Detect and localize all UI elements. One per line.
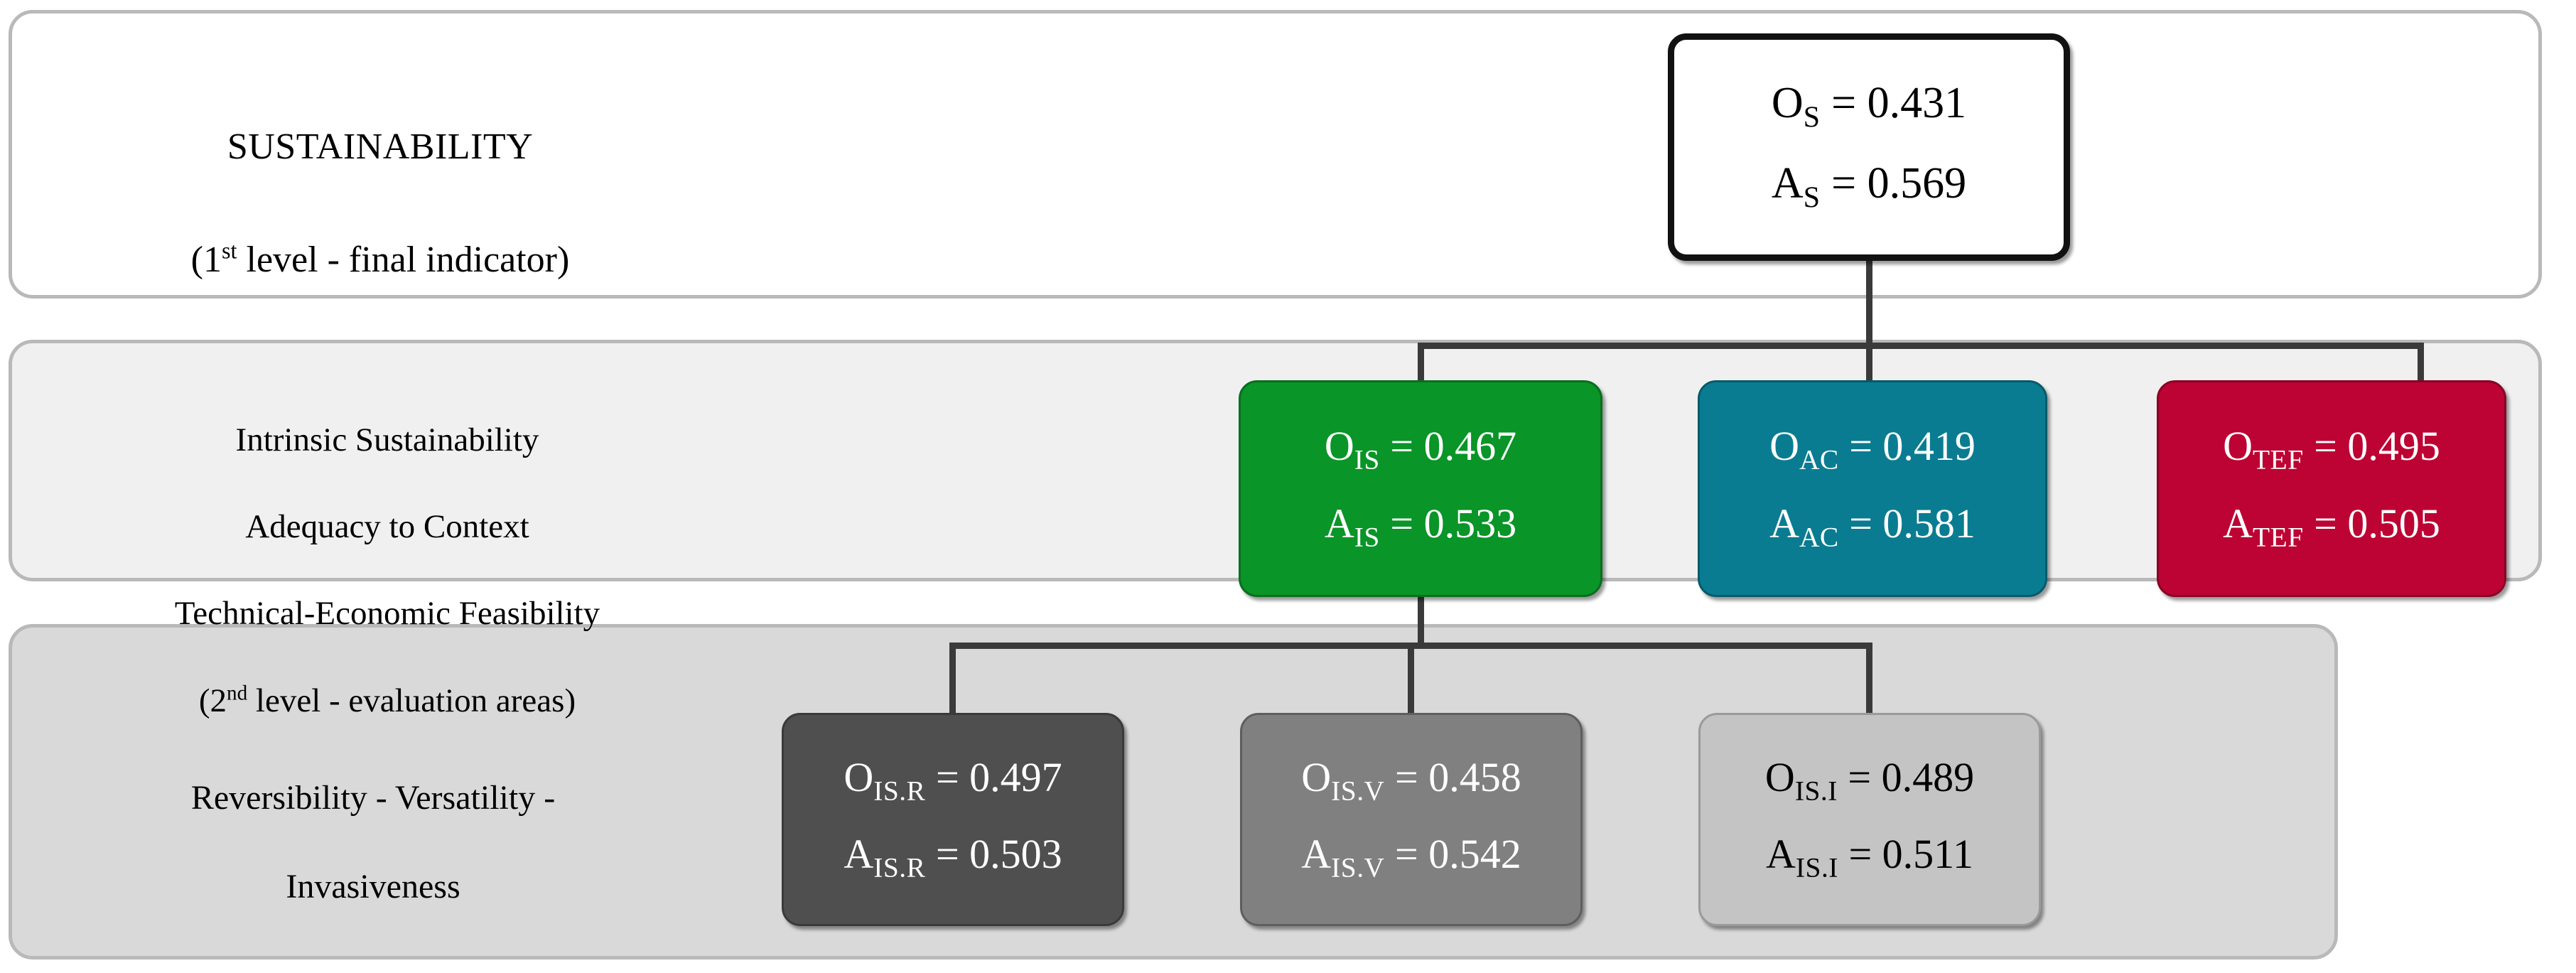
o-value: = 0.489 bbox=[1848, 753, 1975, 800]
a-value: = 0.542 bbox=[1395, 831, 1521, 877]
a-value: = 0.511 bbox=[1848, 831, 1973, 877]
o-symbol: O bbox=[1771, 79, 1804, 128]
node-tef-o-row: OTEF = 0.495 bbox=[2223, 426, 2440, 474]
a-symbol: A bbox=[1771, 159, 1804, 208]
node-isi-a-row: AIS.I = 0.511 bbox=[1766, 834, 1973, 882]
a-symbol: A bbox=[1769, 500, 1799, 547]
node-is-o-row: OIS = 0.467 bbox=[1325, 426, 1516, 474]
level2-subtitle: (2nd level - evaluation areas) bbox=[50, 679, 725, 723]
o-symbol: O bbox=[2223, 423, 2253, 470]
connector-to-ac bbox=[1866, 343, 1872, 384]
node-box-adequacy-to-context[interactable]: OAC = 0.419 AAC = 0.581 bbox=[1698, 380, 2047, 597]
level1-subtitle-ordinal: st bbox=[222, 237, 237, 264]
connector-to-tef bbox=[2418, 343, 2424, 384]
o-symbol: O bbox=[844, 753, 874, 800]
o-value: = 0.458 bbox=[1395, 753, 1521, 800]
connector-to-isr bbox=[949, 643, 956, 717]
level1-heading: SUSTAINABILITY bbox=[227, 126, 534, 167]
node-box-versatility[interactable]: OIS.V = 0.458 AIS.V = 0.542 bbox=[1240, 713, 1583, 926]
node-sustainability-o-row: OS = 0.431 bbox=[1772, 81, 1966, 133]
o-subscript: IS.V bbox=[1331, 775, 1385, 807]
o-value: = 0.495 bbox=[2314, 423, 2440, 470]
o-symbol: O bbox=[1324, 423, 1354, 470]
o-subscript: TEF bbox=[2253, 444, 2304, 476]
node-isr-o-row: OIS.R = 0.497 bbox=[844, 753, 1062, 807]
connector-root-stem bbox=[1866, 257, 1872, 343]
connector-to-isv bbox=[1408, 643, 1414, 717]
a-symbol: A bbox=[1766, 831, 1796, 877]
a-value: = 0.569 bbox=[1831, 159, 1967, 208]
level2-line1: Intrinsic Sustainability bbox=[235, 421, 539, 459]
level3-line2: Invasiveness bbox=[286, 868, 460, 906]
a-symbol: A bbox=[2223, 500, 2253, 547]
level1-label: SUSTAINABILITY (1st level - final indica… bbox=[43, 75, 718, 332]
connector-to-is bbox=[1418, 343, 1424, 384]
level1-panel bbox=[9, 10, 2542, 299]
level2-line3: Technical-Economic Feasibility bbox=[174, 595, 600, 633]
node-isi-o-row: OIS.I = 0.489 bbox=[1764, 753, 1975, 807]
o-subscript: AC bbox=[1799, 444, 1839, 476]
a-subscript: IS.I bbox=[1795, 851, 1838, 883]
o-symbol: O bbox=[1764, 753, 1795, 800]
level2-subtitle-rest: level - evaluation areas) bbox=[247, 682, 576, 719]
node-isv-o-row: OIS.V = 0.458 bbox=[1301, 753, 1521, 807]
o-value: = 0.467 bbox=[1390, 423, 1517, 470]
node-isv-a-row: AIS.V = 0.542 bbox=[1301, 834, 1521, 882]
connector-level2-bus bbox=[1418, 343, 2424, 349]
level1-subtitle: (1st level - final indicator) bbox=[43, 236, 718, 284]
a-subscript: AC bbox=[1799, 521, 1839, 553]
a-value: = 0.533 bbox=[1390, 500, 1517, 547]
o-subscript: IS bbox=[1354, 444, 1380, 476]
o-subscript: IS.R bbox=[873, 775, 926, 807]
o-subscript: IS.I bbox=[1794, 775, 1838, 807]
node-box-sustainability[interactable]: OS = 0.431 AS = 0.569 bbox=[1668, 33, 2070, 261]
a-symbol: A bbox=[844, 831, 874, 877]
node-box-invasiveness[interactable]: OIS.I = 0.489 AIS.I = 0.511 bbox=[1698, 713, 2041, 926]
node-box-intrinsic-sustainability[interactable]: OIS = 0.467 AIS = 0.533 bbox=[1239, 380, 1602, 597]
a-subscript: S bbox=[1803, 181, 1821, 215]
connector-to-isi bbox=[1866, 643, 1872, 717]
o-symbol: O bbox=[1301, 753, 1332, 800]
level1-subtitle-rest: level - final indicator) bbox=[237, 239, 570, 280]
level3-label: Reversibility - Versatility - Invasivene… bbox=[43, 732, 704, 973]
node-ac-a-row: AAC = 0.581 bbox=[1769, 500, 1976, 553]
level2-line2: Adequacy to Context bbox=[245, 508, 529, 546]
a-subscript: IS.V bbox=[1331, 851, 1385, 883]
a-value: = 0.503 bbox=[935, 831, 1062, 877]
a-value: = 0.581 bbox=[1849, 500, 1976, 547]
level2-subtitle-ordinal: nd bbox=[227, 682, 248, 704]
node-is-a-row: AIS = 0.533 bbox=[1324, 500, 1517, 553]
node-ac-o-row: OAC = 0.419 bbox=[1769, 426, 1976, 474]
node-sustainability-a-row: AS = 0.569 bbox=[1772, 161, 1966, 213]
node-tef-a-row: ATEF = 0.505 bbox=[2223, 500, 2440, 553]
o-value: = 0.419 bbox=[1849, 423, 1976, 470]
o-symbol: O bbox=[1769, 423, 1799, 470]
o-subscript: S bbox=[1803, 100, 1821, 134]
o-value: = 0.431 bbox=[1831, 79, 1967, 128]
level2-label: Intrinsic Sustainability Adequacy to Con… bbox=[50, 375, 725, 766]
level1-subtitle-prefix: (1 bbox=[190, 239, 222, 280]
a-subscript: IS bbox=[1354, 521, 1380, 553]
node-isr-a-row: AIS.R = 0.503 bbox=[844, 834, 1062, 882]
level3-line1: Reversibility - Versatility - bbox=[190, 779, 556, 817]
a-symbol: A bbox=[1324, 500, 1354, 547]
a-subscript: TEF bbox=[2253, 521, 2304, 553]
level2-subtitle-prefix: (2 bbox=[198, 682, 227, 719]
connector-is-stem bbox=[1418, 594, 1424, 643]
o-value: = 0.497 bbox=[935, 753, 1062, 800]
node-box-technical-economic-feasibility[interactable]: OTEF = 0.495 ATEF = 0.505 bbox=[2157, 380, 2506, 597]
a-value: = 0.505 bbox=[2314, 500, 2440, 547]
a-subscript: IS.R bbox=[873, 851, 926, 883]
node-box-reversibility[interactable]: OIS.R = 0.497 AIS.R = 0.503 bbox=[782, 713, 1124, 926]
a-symbol: A bbox=[1301, 831, 1332, 877]
